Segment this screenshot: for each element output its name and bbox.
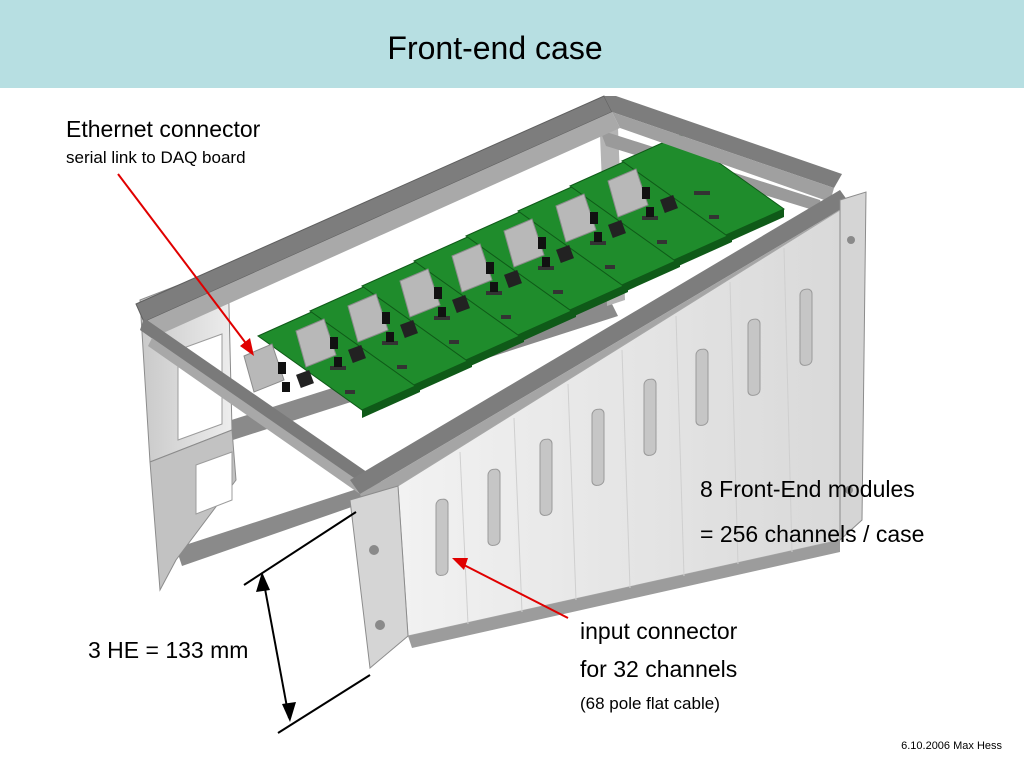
module-divider: [513, 417, 523, 613]
input-connector-label: input connector: [580, 618, 738, 644]
ethernet-pointer-arrow: [117, 173, 254, 356]
page-title: Front-end case: [387, 30, 603, 66]
input-connector-slot: [643, 378, 657, 456]
input-connector-slot: [591, 408, 605, 486]
input-connector-slot: [799, 288, 813, 366]
module-divider: [567, 383, 577, 601]
ethernet-connector-sublabel: serial link to DAQ board: [66, 148, 246, 167]
channels-per-case-label: = 256 channels / case: [700, 521, 925, 547]
input-channels-label: for 32 channels: [580, 656, 738, 682]
module-divider: [783, 247, 793, 553]
front-right-flange: [839, 191, 867, 542]
module-divider: [729, 281, 739, 565]
footer-date-author: 6.10.2006 Max Hess: [901, 740, 1002, 752]
height-dimension: [243, 511, 371, 734]
modules-count-label: 8 Front-End modules: [700, 476, 915, 502]
module-divider: [621, 349, 631, 589]
dimension-arrow-top: [256, 572, 270, 592]
input-connector-slot: [747, 318, 761, 396]
input-pointer-arrow: [452, 558, 569, 619]
input-connector-slot: [539, 438, 553, 516]
module-divider: [675, 315, 685, 577]
module-divider: [459, 451, 469, 625]
dimension-arrow-bottom: [282, 702, 296, 722]
input-connector-slots: [435, 247, 813, 625]
title-bar: [0, 0, 1024, 88]
input-connector-slot: [435, 498, 449, 576]
front-end-module: [607, 134, 786, 243]
input-connector-slot: [487, 468, 501, 546]
module-group: [243, 134, 786, 418]
ethernet-connector-label: Ethernet connector: [66, 116, 261, 142]
height-label: 3 HE = 133 mm: [88, 637, 249, 663]
flat-cable-label: (68 pole flat cable): [580, 694, 720, 713]
input-connector-slot: [695, 348, 709, 426]
top-frame: [135, 95, 842, 508]
front-left-flange: [349, 485, 409, 669]
